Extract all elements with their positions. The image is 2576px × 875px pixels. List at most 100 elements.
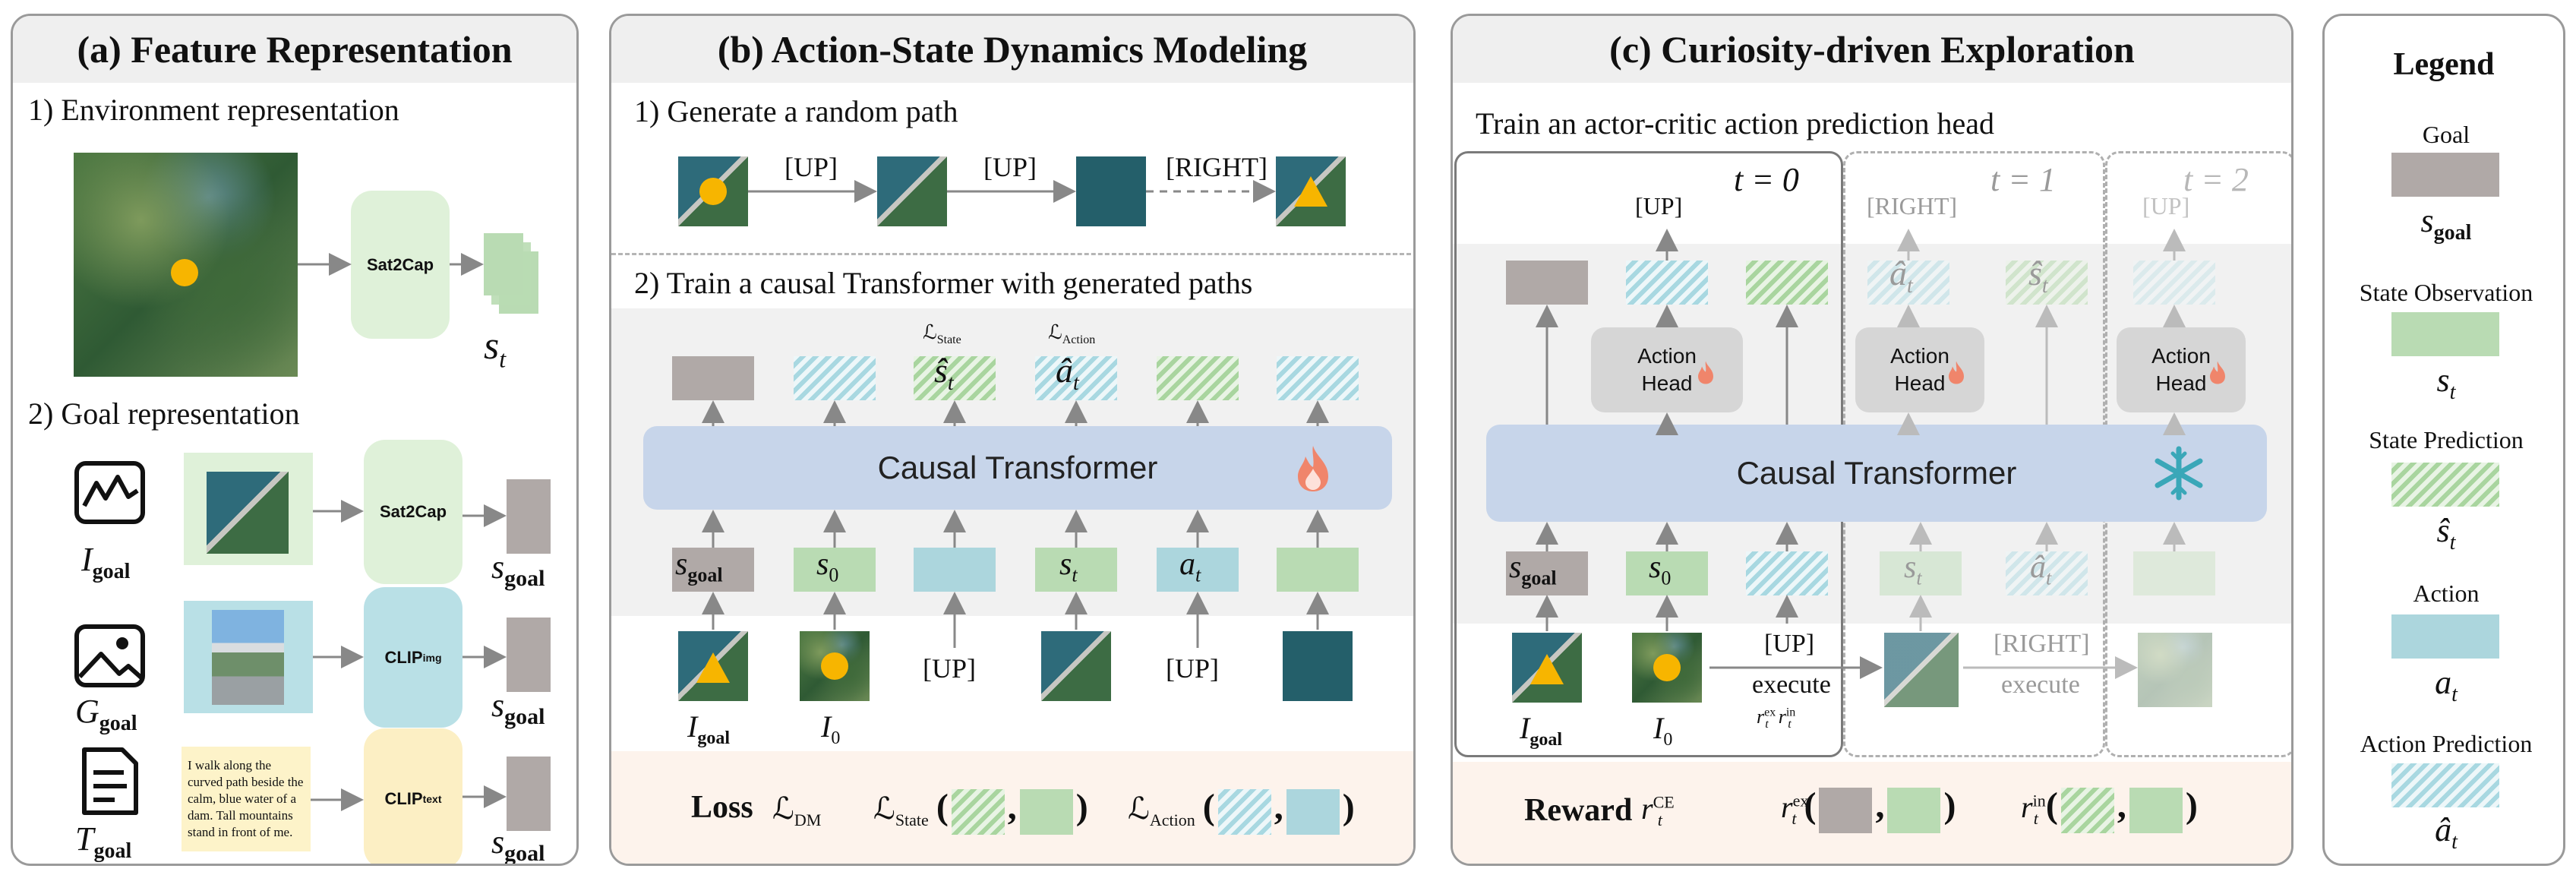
legend-state-pred-swatch bbox=[2391, 463, 2499, 507]
agent-dot-icon bbox=[699, 178, 727, 205]
g-goal-photo bbox=[212, 610, 284, 705]
c-execute-label: execute bbox=[1752, 671, 1831, 699]
c-out-state-pred-t0 bbox=[1746, 261, 1828, 305]
out-right-t1: [RIGHT] bbox=[1867, 192, 1958, 220]
c-in-action-pred-t0 bbox=[1746, 551, 1828, 595]
in-token-st-label: st bbox=[1059, 547, 1078, 586]
l-state-label: ℒState bbox=[923, 321, 961, 347]
c-in-st-label: st bbox=[1904, 550, 1922, 589]
c-right-label: [RIGHT] bbox=[1994, 630, 2090, 658]
legend-state-pred-label: State Prediction bbox=[2369, 426, 2524, 453]
path-action-2: [UP] bbox=[983, 152, 1037, 182]
t2-label: t = 2 bbox=[2183, 161, 2249, 198]
panel-b-title: (b) Action-State Dynamics Modeling bbox=[611, 16, 1413, 83]
out-token-state-pred bbox=[914, 356, 996, 400]
loss-band bbox=[611, 751, 1413, 864]
in-token-action-1 bbox=[914, 548, 996, 592]
l-action-obs-box bbox=[1286, 788, 1340, 835]
legend-action-pred-label: Action Prediction bbox=[2360, 730, 2533, 757]
agent-dot-icon bbox=[171, 259, 198, 286]
c-in-s0-label: s0 bbox=[1649, 550, 1672, 589]
c-input-t2-image bbox=[2138, 633, 2212, 707]
goal-triangle-icon bbox=[696, 652, 730, 683]
snowflake-icon bbox=[2151, 446, 2206, 501]
s-t-label: st bbox=[484, 324, 507, 373]
out-token-state-pred-2 bbox=[1157, 356, 1239, 400]
input-action-up-1: [UP] bbox=[923, 653, 976, 684]
input-image-next bbox=[1283, 631, 1353, 701]
panel-b-arrows bbox=[702, 180, 1329, 648]
t0-label: t = 0 bbox=[1734, 161, 1799, 198]
reward-word: Reward bbox=[1524, 793, 1633, 828]
s-goal-label-3: sgoal bbox=[491, 823, 545, 866]
out-token-action-pred-3 bbox=[1277, 356, 1359, 400]
fire-icon bbox=[2208, 359, 2227, 385]
path-image-3 bbox=[1076, 156, 1146, 226]
agent-dot-icon bbox=[821, 652, 848, 680]
legend-goal-swatch bbox=[2391, 153, 2499, 197]
sat2cap-env-block: Sat2Cap bbox=[351, 191, 450, 339]
in-token-at-label: at bbox=[1179, 547, 1201, 586]
r-in-pred-box bbox=[2060, 787, 2114, 833]
in-token-s0-label: s0 bbox=[816, 547, 839, 586]
i-goal-satellite-image bbox=[207, 472, 289, 554]
s-hat-t1-label: ŝt bbox=[2028, 254, 2048, 299]
map-icon bbox=[74, 460, 146, 525]
input-i-goal-label: Igoal bbox=[687, 709, 730, 748]
s-goal-box-2 bbox=[507, 618, 551, 692]
r-ex-goal-box bbox=[1819, 787, 1873, 833]
t1-label: t = 1 bbox=[1990, 161, 2056, 198]
s-goal-label-2: sgoal bbox=[491, 687, 545, 729]
r-ex-term: rext (,) bbox=[1781, 785, 1956, 833]
input-action-up-2: [UP] bbox=[1166, 653, 1219, 684]
input-i0-label: I0 bbox=[821, 709, 841, 748]
legend-action-label: Action bbox=[2413, 580, 2480, 607]
goal-representation-title: 2) Goal representation bbox=[28, 396, 300, 431]
l-state-pred-box bbox=[951, 788, 1005, 835]
causal-transformer-block: Causal Transformer bbox=[643, 426, 1392, 510]
step1-title: 1) Generate a random path bbox=[634, 94, 958, 128]
c-execute-label-2: execute bbox=[2001, 671, 2080, 699]
l-action-term: ℒAction (,) bbox=[1128, 786, 1355, 835]
legend-action-pred-symbol: ât bbox=[2435, 811, 2458, 854]
legend-action-pred-swatch bbox=[2391, 763, 2499, 807]
c-reward-ex-in-label: rext rint bbox=[1757, 706, 1796, 731]
c-in-state-t2 bbox=[2133, 551, 2215, 595]
goal-text-note: I walk along the curved path beside the … bbox=[182, 747, 311, 851]
image-icon bbox=[74, 624, 146, 688]
state-stack-1 bbox=[484, 233, 523, 295]
r-in-state-box bbox=[2129, 787, 2183, 833]
c-out-state-pred-t1 bbox=[2006, 261, 2088, 305]
legend-state-pred-symbol: ŝt bbox=[2436, 512, 2456, 554]
c-out-goal bbox=[1506, 261, 1588, 305]
panel-c-subtitle: Train an actor-critic action prediction … bbox=[1476, 106, 1995, 141]
s-goal-box-3 bbox=[507, 757, 551, 831]
legend-goal-symbol: sgoal bbox=[2420, 202, 2472, 245]
legend-panel: Legend Goal sgoal State Observation st S… bbox=[2322, 14, 2565, 866]
legend-state-symbol: st bbox=[2436, 362, 2456, 404]
in-token-at bbox=[1157, 548, 1239, 592]
panel-c-arrows bbox=[1536, 229, 2186, 679]
c-in-st-t1 bbox=[1880, 551, 1962, 595]
out-token-action-pred-1 bbox=[794, 356, 876, 400]
t-goal-label: Tgoal bbox=[75, 820, 132, 863]
path-image-4 bbox=[1276, 156, 1346, 226]
c-out-action-pred-t0 bbox=[1626, 261, 1708, 305]
out-up-t2: [UP] bbox=[2142, 192, 2190, 220]
path-action-3: [RIGHT] bbox=[1166, 152, 1267, 182]
legend-title: Legend bbox=[2393, 47, 2495, 82]
document-icon bbox=[80, 745, 140, 817]
c-input-i0-image bbox=[1632, 633, 1702, 703]
a-hat-label: ât bbox=[1056, 351, 1079, 396]
environment-satellite-image bbox=[74, 153, 298, 377]
a-hat-t1-label: ât bbox=[1889, 254, 1913, 299]
panel-curiosity-exploration: (c) Curiosity-driven Exploration Train a… bbox=[1451, 14, 2293, 866]
step-divider bbox=[611, 253, 1413, 255]
s-goal-label-1: sgoal bbox=[491, 548, 545, 591]
goal-triangle-icon bbox=[1294, 176, 1327, 207]
legend-state-label: State Observation bbox=[2359, 279, 2533, 306]
l-action-pred-box bbox=[1217, 788, 1271, 835]
